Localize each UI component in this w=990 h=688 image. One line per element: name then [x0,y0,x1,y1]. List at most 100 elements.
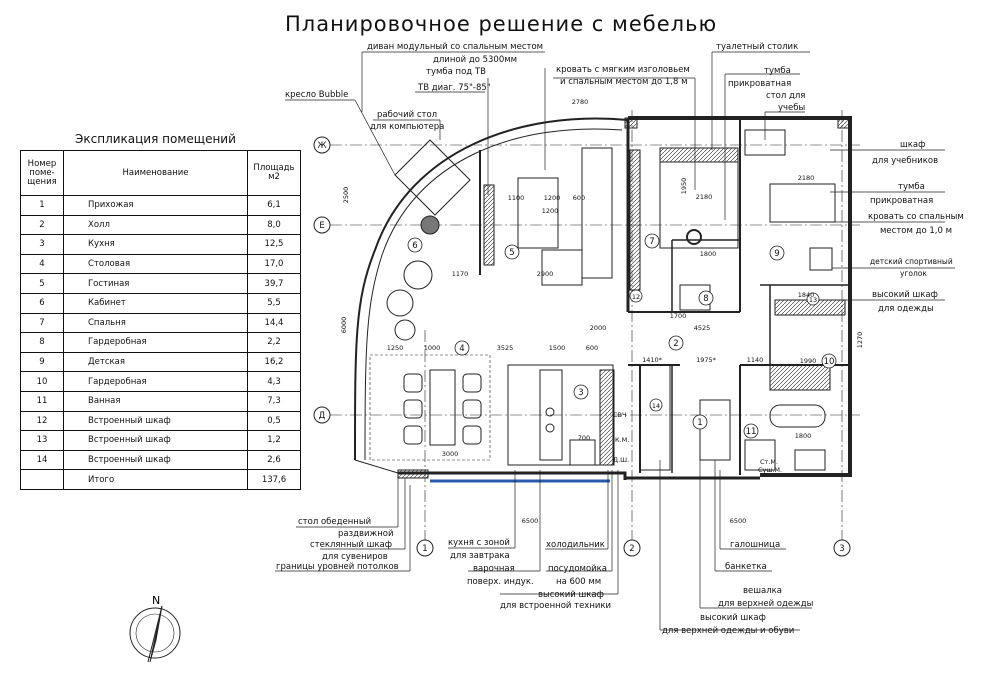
compass-north-label: N [152,594,160,607]
callout-tumba-r2: прикроватная [870,196,933,206]
callout-bed-2: и спальным местом до 1,8 м [560,77,687,87]
room-number-5: 5 [509,248,514,258]
dim-1140: 1140 [747,356,764,364]
dim-1990: 1990 [800,357,817,365]
dim-2180b: 2180 [696,193,713,201]
callout-galosh: галошница [730,540,780,550]
dim-1000: 1000 [424,344,441,352]
room-area-cell: 137,6 [247,469,301,490]
callout-vys-1: высокий шкаф [872,290,938,300]
label-km: К.М. [615,436,629,444]
page-title: Планировочное решение с мебелью [285,12,718,36]
callout-vys-o2: для верхней одежды и обуви [662,626,794,636]
axis-marker-3 [833,539,851,557]
dim-2000: 2000 [590,324,607,332]
room-number-13: 13 [809,296,817,304]
callout-tumba-r1: тумба [898,182,925,192]
dim-1800b: 1800 [795,432,812,440]
room-number-3: 3 [578,388,583,398]
callout-sport-1: детский спортивный [870,257,953,266]
dim-3000: 3000 [442,450,459,458]
compass-icon [129,605,181,663]
callout-stol-ob: стол обеденный [298,517,371,527]
callout-kuhnya-2: для завтрака [450,551,510,561]
callout-kuhnya-1: кухня с зоной [448,538,510,548]
room-area-cell: 12,5 [247,234,301,255]
room-number-9: 9 [774,249,779,259]
dim-1200: 1200 [542,207,559,215]
dim-2900: 2900 [537,270,554,278]
room-number-8: 8 [703,294,708,304]
callout-divan: диван модульный со спальным местом [367,42,543,52]
col-header-area: Площадь м2 [247,150,301,196]
callout-stol-u1: стол для [766,91,805,101]
callout-krovat-r1: кровать со спальным [868,212,964,222]
dim-6500-right: 6500 [730,517,747,525]
dim-1950: 1950 [680,178,688,195]
axis-label-3: 3 [839,544,844,554]
room-number-2: 2 [673,339,678,349]
callout-vys-t1: высокий шкаф [538,590,604,600]
dim-1975: 1975* [696,356,717,364]
dim-1250: 1250 [387,344,404,352]
col-header-name: Наименование [63,150,248,196]
dim-700: 700 [578,434,590,442]
dim-600b: 600 [573,194,585,202]
room-number-14: 14 [652,402,660,410]
axis-marker-2 [623,539,641,557]
label-svch: СВЧ [613,411,626,419]
callout-steklo: стеклянный шкаф [310,540,392,550]
axis-label-2: 2 [629,544,634,554]
dim-1700: 1700 [670,312,687,320]
callout-shkaf-1: шкаф [900,140,925,150]
callout-krovat-r2: местом до 1,0 м [880,226,952,236]
callout-vys-t2: для встроенной техники [500,601,611,611]
dim-1500: 1500 [549,344,566,352]
callout-holod: холодильник [546,540,605,550]
explication-table: Номер поме-щения Наименование Площадь м2… [20,150,301,490]
dim-4525: 4525 [694,324,711,332]
axis-marker-zh [313,136,331,154]
room-number-10: 10 [824,357,835,367]
room-number-1: 1 [697,418,702,428]
callout-veshalka-1: вешалка [743,586,782,596]
explication-title: Экспликация помещений [75,132,236,146]
callout-tv: ТВ диаг. 75"-85" [417,83,491,93]
callout-desk-2: для компьютера [370,122,444,132]
dim-1100: 1100 [508,194,525,202]
callout-varoch-2: поверх. индук. [467,577,534,587]
label-sush-mashina: Суш.М. [758,466,782,474]
room-number-11: 11 [746,427,757,437]
axis-marker-e [313,216,331,234]
room-area-cell: 7,3 [247,390,301,412]
callout-kreslo: кресло Bubble [285,90,348,100]
axis-label-e: Е [319,221,324,231]
label-dsh: Д.Ш. [613,456,629,464]
room-number-7: 7 [649,237,654,247]
callout-tumba-tv: тумба под ТВ [426,67,486,77]
dim-2180: 2180 [798,174,815,182]
callout-vys-o1: высокий шкаф [700,613,766,623]
dim-1800: 1800 [700,250,717,258]
axis-marker-d [313,406,331,424]
room-area-cell: 2,6 [247,449,301,471]
dim-1840: 1840 [798,291,815,299]
label-stir-mashina: Ст.М. [760,458,778,466]
callout-desk-1: рабочий стол [377,110,437,120]
axis-label-1: 1 [422,544,427,554]
callout-divan-length: длиной до 5300мм [433,55,517,65]
callout-varoch-1: варочная [473,564,515,574]
room-number-12: 12 [632,293,640,301]
dim-2500: 2500 [342,187,350,204]
